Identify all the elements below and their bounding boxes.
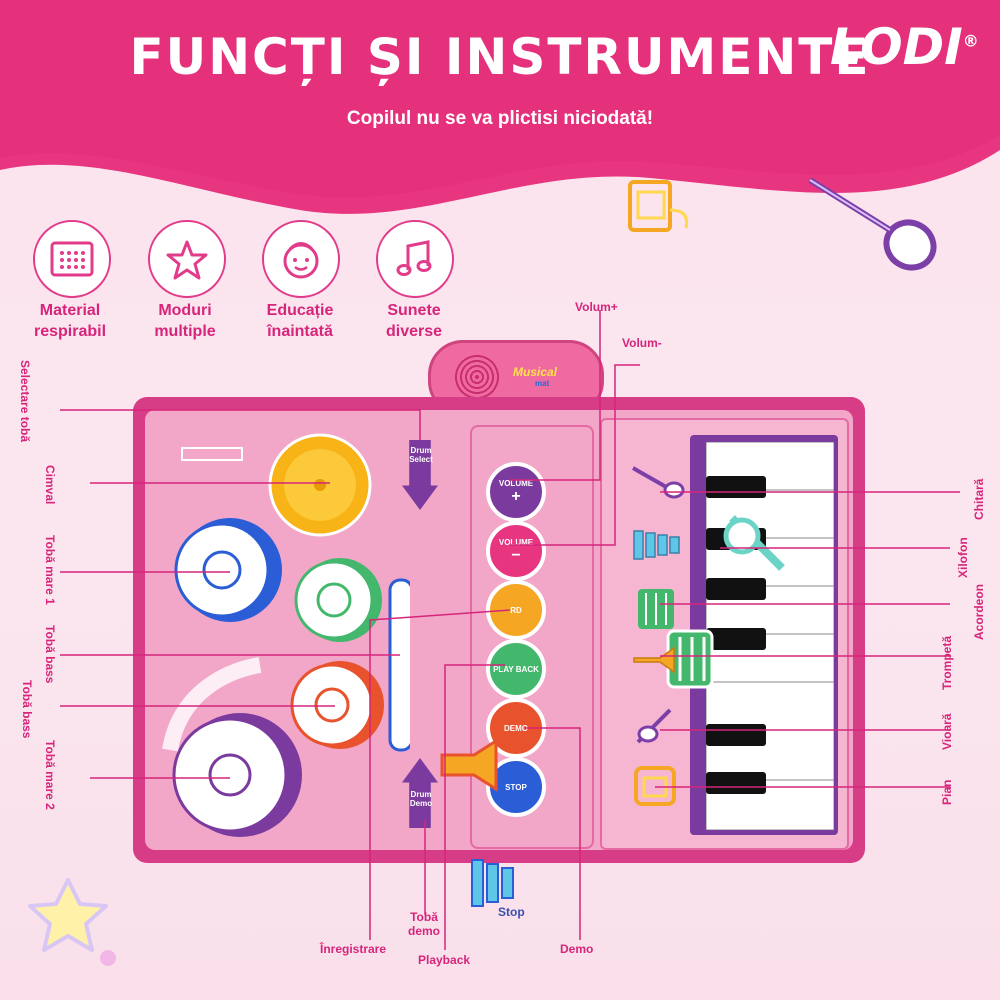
label-bass-drum-2: Tobă bass	[20, 680, 34, 739]
volume-up-button[interactable]: VOLUME+	[486, 462, 546, 522]
label-drum-select: Selectare tobă	[18, 360, 32, 443]
volume-down-button[interactable]: VOLUME−	[486, 521, 546, 581]
tom-drum-1-icon	[174, 518, 282, 622]
label-guitar: Chitară	[972, 478, 986, 520]
music-note-icon	[376, 220, 454, 298]
page-subtitle: Copilul nu se va plictisi niciodată!	[346, 108, 654, 129]
trumpet-sticker-icon	[440, 738, 498, 792]
label-piano: Pian	[940, 779, 954, 805]
tom-drum-orange-icon	[290, 661, 384, 749]
device-brand-sub: mat	[535, 379, 550, 388]
device-brand: Musical	[513, 365, 558, 379]
label-record: Înregistrare	[320, 942, 387, 956]
feature-label-education: Educație înaintată	[266, 302, 334, 340]
guitar-doodle-icon	[808, 177, 937, 271]
violin-icon[interactable]	[630, 700, 680, 750]
drum-demo-label: Drum Demo	[409, 790, 433, 808]
label-demo: Demo	[560, 942, 594, 956]
xylophone-icon[interactable]	[630, 525, 700, 565]
star-icon	[148, 220, 226, 298]
label-cymbal: Cimval	[43, 465, 57, 505]
label-volume-down: Volum-	[622, 336, 662, 350]
header-banner	[0, 0, 1000, 214]
label-tom-1: Tobă mare 1	[43, 535, 57, 605]
guitar-sticker-icon	[723, 515, 785, 571]
label-playback: Playback	[418, 953, 471, 967]
label-tom-2: Tobă mare 2	[43, 740, 57, 810]
star-decoration-icon	[28, 878, 116, 966]
xylophone-sticker-icon	[471, 859, 514, 907]
label-drum-demo: Tobă demo	[407, 910, 440, 938]
feature-label-sounds: Sunete diverse	[385, 302, 443, 340]
snare-drum-icon	[294, 558, 382, 642]
page-title: FUNCȚI ȘI INSTRUMENTE	[129, 28, 871, 86]
label-violin: Vioară	[940, 713, 954, 750]
feature-label-modes: Moduri multiple	[154, 302, 216, 340]
child-face-icon	[262, 220, 340, 298]
label-xylophone: Xilofon	[956, 537, 970, 578]
label-trumpet: Trompetă	[940, 635, 954, 690]
bass-drum-icon	[388, 578, 410, 752]
label-accordion: Acordeon	[972, 583, 986, 640]
drum-select-label: Drum Select	[409, 446, 433, 464]
guitar-icon[interactable]	[628, 460, 688, 500]
accordion-sticker-icon	[666, 629, 714, 689]
piano-doodle-icon	[628, 180, 689, 232]
trumpet-icon[interactable]	[630, 640, 680, 680]
tom-drum-2-icon	[172, 713, 302, 837]
label-volume-up: Volum+	[575, 300, 618, 314]
brand-logo: LODI®	[830, 18, 979, 76]
control-strip	[470, 425, 594, 849]
label-bass-drum-1: Tobă bass	[43, 625, 57, 684]
playback-button[interactable]: PLAY BACK	[486, 639, 546, 699]
record-button[interactable]: RD	[486, 580, 546, 640]
cymbal-icon	[268, 433, 372, 537]
accordion-icon[interactable]	[632, 585, 682, 635]
drum-kit	[162, 433, 410, 837]
feature-label-breathable: Material respirabil	[33, 302, 107, 340]
grid-fabric-icon	[33, 220, 111, 298]
speaker-grill	[453, 353, 501, 401]
stop-text: Stop	[498, 905, 525, 919]
